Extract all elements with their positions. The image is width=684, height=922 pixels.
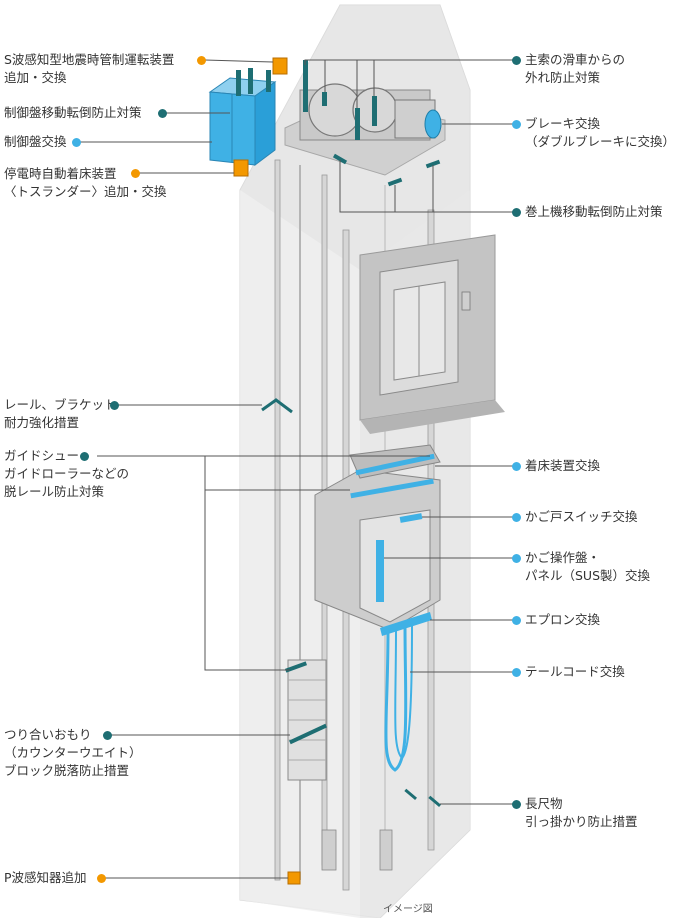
- landing-device-bar: [355, 453, 435, 476]
- cw-block-mark: [289, 723, 327, 745]
- hall-sill: [360, 400, 505, 434]
- dot-rail-bracket: [110, 401, 119, 410]
- label-door-switch: かご戸スイッチ交換: [525, 509, 638, 524]
- counterweight-rail-left: [274, 159, 281, 881]
- image-caption: イメージ図: [383, 904, 433, 915]
- label-rail-bracket: レール、ブラケット 耐力強化措置: [4, 397, 117, 430]
- dot-car-panel: [512, 554, 521, 563]
- dot-brake: [512, 120, 521, 129]
- label-panel-move-prevention: 制御盤移動転倒防止対策: [4, 105, 142, 120]
- dot-landing-device: [512, 462, 521, 471]
- panel-fix-3: [266, 70, 271, 92]
- label-counterweight: つり合いおもり （カウンターウエイト） ブロック脱落防止措置: [4, 727, 142, 778]
- hall-button: [461, 291, 471, 311]
- dot-guide-shoe: [80, 452, 89, 461]
- apron-mark: [380, 612, 432, 636]
- label-car-panel: かご操作盤・ パネル（SUS製）交換: [525, 550, 651, 583]
- dot-outage-landing: [131, 169, 140, 178]
- p-wave-sensor-icon: [287, 871, 301, 885]
- dot-main-rope: [512, 56, 521, 65]
- long-object-mark-1: [404, 788, 418, 801]
- label-apron: エプロン交換: [525, 612, 601, 627]
- car-interior: [359, 509, 431, 623]
- door-switch-mark: [399, 513, 423, 523]
- hoist-fix-3: [425, 159, 441, 169]
- hoist-fix-1: [332, 153, 348, 165]
- dot-apron: [512, 616, 521, 625]
- dot-long-object: [512, 800, 521, 809]
- dot-door-switch: [512, 513, 521, 522]
- label-s-wave-control: S波感知型地震時管制運転装置 追加・交換: [4, 52, 175, 85]
- label-main-rope: 主索の滑車からの 外れ防止対策: [525, 52, 626, 85]
- label-hoist-move: 巻上機移動転倒防止対策: [525, 204, 663, 219]
- label-brake: ブレーキ交換 （ダブルブレーキに交換）: [525, 116, 676, 149]
- rope-mark-2: [322, 92, 327, 106]
- label-landing-device: 着床装置交換: [525, 458, 601, 473]
- cw-guide-mark: [284, 661, 308, 673]
- label-long-object: 長尺物 引っ掛かり防止措置: [525, 796, 638, 829]
- outage-landing-device-icon: [233, 159, 249, 177]
- panel-fix-2: [248, 68, 253, 94]
- rope-mark-3: [355, 108, 360, 140]
- brake-drum: [424, 109, 442, 139]
- rail-bracket-marker: [261, 398, 293, 414]
- label-tail-cord: テールコード交換: [525, 664, 625, 679]
- long-object-mark-2: [428, 795, 442, 808]
- label-outage-landing: 停電時自動着床装置 〈トスランダー〉追加・交換: [4, 166, 167, 199]
- rope-mark-1: [303, 60, 308, 112]
- label-p-wave: P波感知器追加: [4, 870, 87, 885]
- dot-panel-move: [158, 109, 167, 118]
- label-panel-replace: 制御盤交換: [4, 134, 67, 149]
- leader-lines: [78, 59, 515, 879]
- car-operation-panel: [376, 540, 384, 602]
- hoist-fix-2: [387, 177, 403, 187]
- dot-hoist-move: [512, 208, 521, 217]
- dot-s-wave: [197, 56, 206, 65]
- panel-fix-1: [236, 70, 241, 96]
- dot-p-wave: [97, 874, 106, 883]
- dot-counterweight: [103, 731, 112, 740]
- dot-panel-replace: [72, 138, 81, 147]
- tail-cord: [384, 624, 408, 772]
- guide-shoe-bar: [350, 478, 434, 499]
- control-panel-side: [254, 81, 276, 166]
- rope-mark-4: [372, 96, 377, 126]
- dot-tail-cord: [512, 668, 521, 677]
- s-wave-sensor-icon: [272, 57, 288, 75]
- label-guide-shoe: ガイドシュー ガイドローラーなどの 脱レール防止対策: [4, 448, 130, 499]
